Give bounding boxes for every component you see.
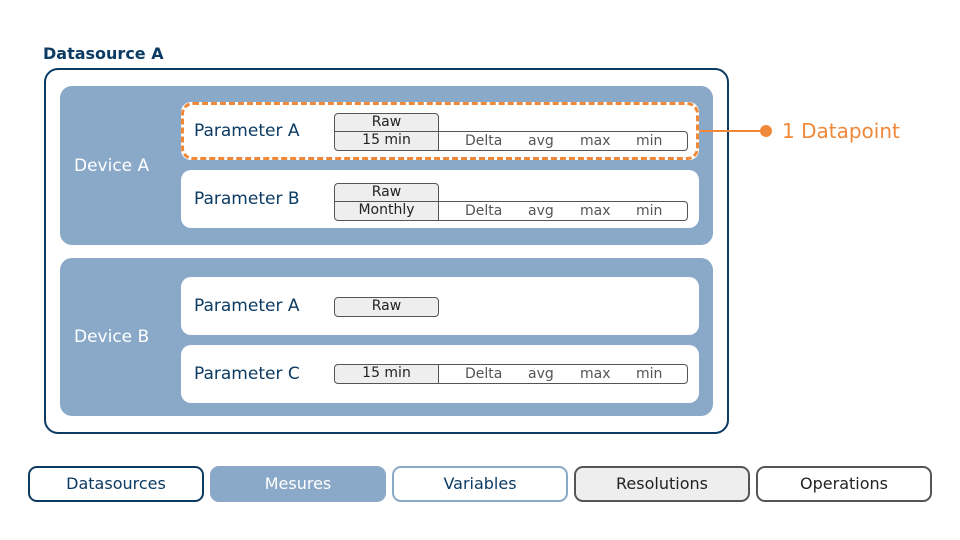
operation-avg: avg <box>528 203 554 219</box>
legend-mesures: Mesures <box>210 466 386 502</box>
resolution-monthly: Monthly <box>334 201 439 221</box>
legend-variables: Variables <box>392 466 568 502</box>
resolution-raw: Raw <box>334 297 439 317</box>
operation-min: min <box>636 203 663 219</box>
parameter-label: Parameter A <box>194 121 300 141</box>
device-a-label: Device A <box>74 156 150 176</box>
operation-avg: avg <box>528 133 554 149</box>
resolution-15-min: 15 min <box>334 364 439 384</box>
datapoint-highlight <box>181 102 699 160</box>
callout-leader-line <box>699 130 765 132</box>
resolution-raw: Raw <box>334 113 439 132</box>
parameter-label: Parameter A <box>194 296 300 316</box>
device-b-label: Device B <box>74 327 150 347</box>
parameter-card <box>181 277 699 335</box>
legend-resolutions: Resolutions <box>574 466 750 502</box>
operations-box: Delta avg max min <box>439 364 688 384</box>
datasource-title: Datasource A <box>43 44 164 63</box>
operation-delta: Delta <box>465 133 503 149</box>
operation-max: max <box>580 203 611 219</box>
parameter-label: Parameter B <box>194 189 300 209</box>
parameter-label: Parameter C <box>194 364 300 384</box>
operations-box: Delta avg max min <box>439 131 688 151</box>
operation-min: min <box>636 133 663 149</box>
operation-max: max <box>580 133 611 149</box>
callout-dot <box>760 125 772 137</box>
operation-min: min <box>636 366 663 382</box>
legend-datasources: Datasources <box>28 466 204 502</box>
legend-operations: Operations <box>756 466 932 502</box>
callout-label: 1 Datapoint <box>782 119 900 143</box>
operation-delta: Delta <box>465 366 503 382</box>
resolution-15-min: 15 min <box>334 131 439 151</box>
datasource-container <box>44 68 729 434</box>
operation-max: max <box>580 366 611 382</box>
resolution-raw: Raw <box>334 183 439 202</box>
operation-delta: Delta <box>465 203 503 219</box>
operations-box: Delta avg max min <box>439 201 688 221</box>
operation-avg: avg <box>528 366 554 382</box>
